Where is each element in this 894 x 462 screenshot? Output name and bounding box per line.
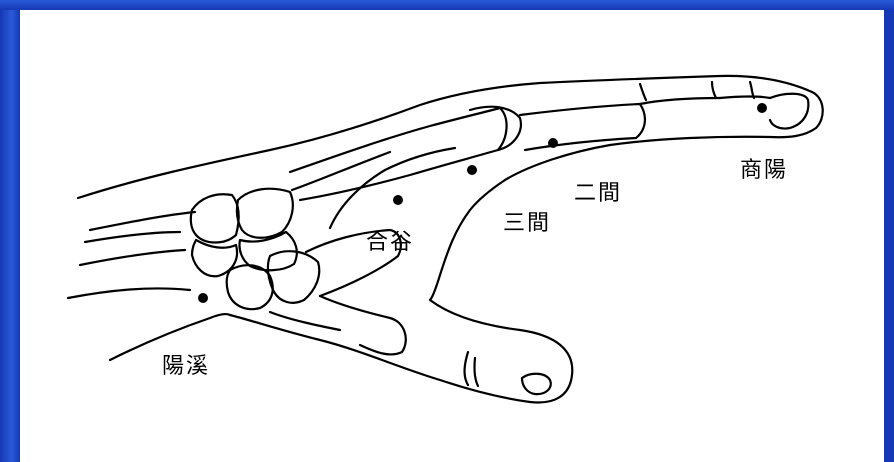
index-finger-palmar-outline: [430, 137, 770, 300]
fingertip-outline: [770, 92, 823, 137]
thumb-crease-2: [474, 358, 478, 386]
acupoint-hegu-marker: [393, 195, 403, 205]
index-metacarpal: [290, 108, 507, 200]
carpal-2: [237, 189, 293, 238]
acupoint-erjian-marker: [548, 138, 558, 148]
thumbnail: [522, 374, 551, 394]
ulna-line: [85, 232, 180, 242]
palm-curve: [330, 148, 455, 228]
finger-crease-1: [640, 84, 646, 100]
label-hegu: 合谷: [366, 224, 414, 256]
radius-line: [90, 212, 195, 230]
wrist-lower-outline: [68, 288, 190, 298]
label-sanjian: 三間: [503, 205, 551, 237]
acupoint-sanjian-marker: [467, 165, 477, 175]
carpal-1: [191, 194, 239, 242]
finger-crease-2: [712, 82, 716, 98]
acupoint-shangyang-marker: [757, 103, 767, 113]
label-erjian: 二間: [574, 175, 622, 207]
thumb-crease: [465, 352, 468, 385]
thumb-bone-lower: [320, 296, 406, 354]
label-yangxi: 陽溪: [162, 348, 210, 380]
acupoint-yangxi-marker: [198, 293, 208, 303]
carpal-5: [227, 265, 273, 309]
forearm-line-3: [80, 250, 185, 265]
carpal-6: [268, 251, 319, 303]
index-phalanx-distal: [720, 97, 770, 99]
thumb-bone-lower-2: [270, 312, 340, 330]
label-shangyang: 商陽: [740, 152, 788, 184]
index-phalanx-joint: [640, 98, 720, 104]
fingernail: [770, 94, 808, 129]
